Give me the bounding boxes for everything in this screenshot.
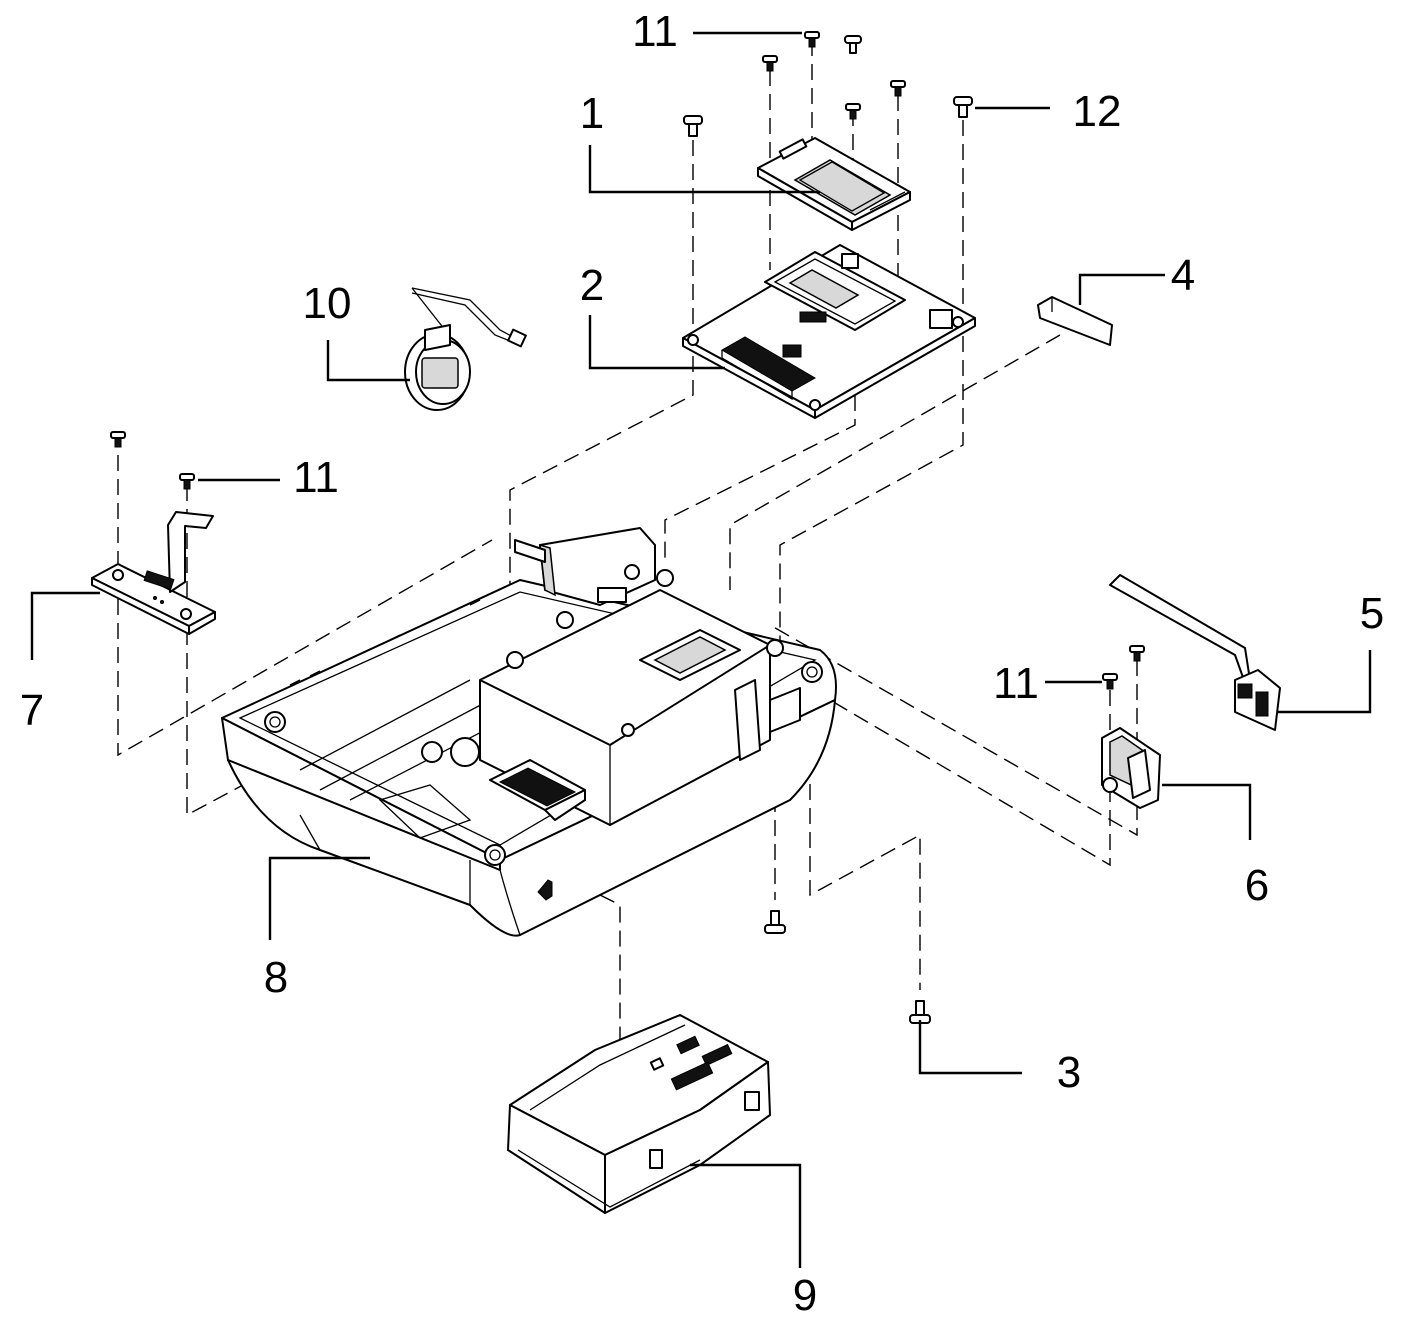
screw-icon — [1102, 673, 1118, 690]
battery-pack-part-9 — [507, 1014, 771, 1214]
screw-icon — [1129, 645, 1145, 662]
callout-12: 12 — [1073, 87, 1122, 136]
callout-2: 2 — [580, 261, 604, 310]
leader-lines — [30, 31, 1372, 1268]
callout-9: 9 — [793, 1271, 817, 1320]
callout-8: 8 — [264, 953, 288, 1002]
screw-icon — [683, 115, 703, 137]
callout-11-left: 11 — [293, 453, 339, 502]
screw-icon — [179, 473, 195, 490]
screw-icon — [764, 910, 786, 934]
daughter-board-part-1 — [757, 137, 911, 231]
screw-icon — [804, 31, 820, 48]
callout-5: 5 — [1360, 589, 1384, 638]
callout-1: 1 — [580, 89, 604, 138]
screw-icon — [844, 35, 862, 54]
connector-cover-part-4 — [1037, 296, 1113, 346]
callout-10: 10 — [303, 279, 352, 328]
coin-battery-part-10 — [404, 287, 527, 411]
screw-icon — [845, 103, 861, 120]
screw-icon — [909, 1000, 931, 1024]
callout-6: 6 — [1245, 861, 1269, 910]
screw-icon — [890, 80, 906, 97]
screws — [110, 31, 1145, 1024]
side-bracket-part-6 — [1101, 727, 1161, 809]
screw-icon — [762, 55, 778, 72]
base-housing-part-8 — [221, 527, 837, 937]
callout-11-top: 11 — [632, 7, 678, 56]
callout-labels: 11 1 12 2 4 10 11 5 11 7 6 8 3 9 — [20, 7, 1384, 1320]
screw-icon — [953, 96, 973, 118]
screw-icon — [110, 431, 126, 448]
flex-cable-part-5 — [1109, 574, 1281, 731]
callout-4: 4 — [1171, 251, 1195, 300]
callout-11-right: 11 — [993, 659, 1039, 708]
callout-7: 7 — [20, 686, 44, 735]
main-board-part-2 — [682, 244, 976, 419]
callout-3: 3 — [1057, 1048, 1081, 1097]
sensor-bracket-part-7 — [91, 511, 216, 635]
